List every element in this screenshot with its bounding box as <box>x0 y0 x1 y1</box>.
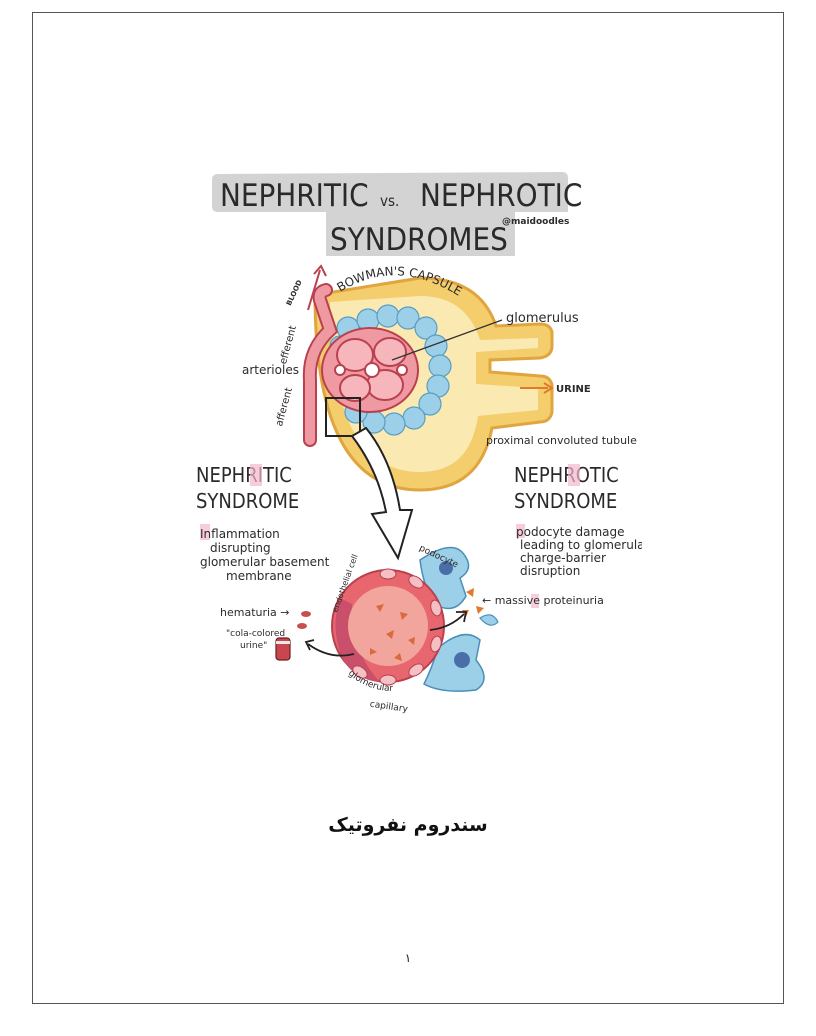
nephritic-heading-syndrome: SYNDROME <box>196 489 299 513</box>
label-proximal-convoluted-tubule: proximal convoluted tubule <box>486 434 637 447</box>
nephritic-vs-nephrotic-illustration: NEPHRITIC vs. NEPHROTIC SYNDROMES @maido… <box>180 160 642 720</box>
glomerular-capillary: podocyte endothelial cell <box>330 544 499 715</box>
title-nephrotic: NEPHROTIC <box>420 178 582 214</box>
arrow-to-hematuria <box>307 643 355 657</box>
credit-text: @maidoodles <box>502 217 569 227</box>
label-massive-proteinuria: ← massive proteinuria <box>482 594 604 607</box>
nephrotic-desc-4: disruption <box>520 564 580 578</box>
label-hematuria: hematuria → <box>220 606 290 619</box>
label-arterioles: arterioles <box>242 363 299 377</box>
nephritic-heading: NEPHRITIC <box>196 463 292 487</box>
label-cola-colored: "cola-colored <box>226 629 285 639</box>
document-caption: سندروم نفروتیک <box>328 814 488 836</box>
nephrotic-desc-1: podocyte damage <box>516 525 625 539</box>
nephrotic-desc-2: leading to glomerular <box>520 538 642 552</box>
title-nephritic: NEPHRITIC <box>220 178 369 214</box>
label-urine: URINE <box>556 384 591 395</box>
nephrotic-heading-syndrome: SYNDROME <box>514 489 617 513</box>
nephritic-desc-1: Inflammation <box>200 527 280 541</box>
label-urine-quote: urine" <box>240 641 267 651</box>
nephrotic-desc-3: charge-barrier <box>520 551 606 565</box>
nephritic-desc-4: membrane <box>226 569 292 583</box>
glomerulus <box>302 283 419 447</box>
hematuria-group: hematuria → "cola-colored urine" <box>220 606 311 661</box>
nephrotic-heading: NEPHROTIC <box>514 463 619 487</box>
arrow-to-proteinuria <box>429 613 465 631</box>
page-frame <box>32 12 784 1004</box>
title-banner: NEPHRITIC vs. NEPHROTIC SYNDROMES @maido… <box>212 172 582 258</box>
title-syndromes: SYNDROMES <box>330 222 508 258</box>
label-glomerulus: glomerulus <box>506 311 579 326</box>
nephritic-desc-3: glomerular basement <box>200 555 330 569</box>
zoom-box <box>325 397 361 437</box>
page-number: ١ <box>404 951 412 965</box>
nephrotic-section: NEPHROTIC SYNDROME podocyte damage leadi… <box>514 463 642 578</box>
title-vs: vs. <box>380 192 399 210</box>
nephritic-section: NEPHRITIC SYNDROME Inflammation disrupti… <box>196 463 330 583</box>
nephritic-desc-2: disrupting <box>210 541 271 555</box>
glomerulus-pointer <box>391 319 503 361</box>
zoom-arrow <box>350 426 414 561</box>
